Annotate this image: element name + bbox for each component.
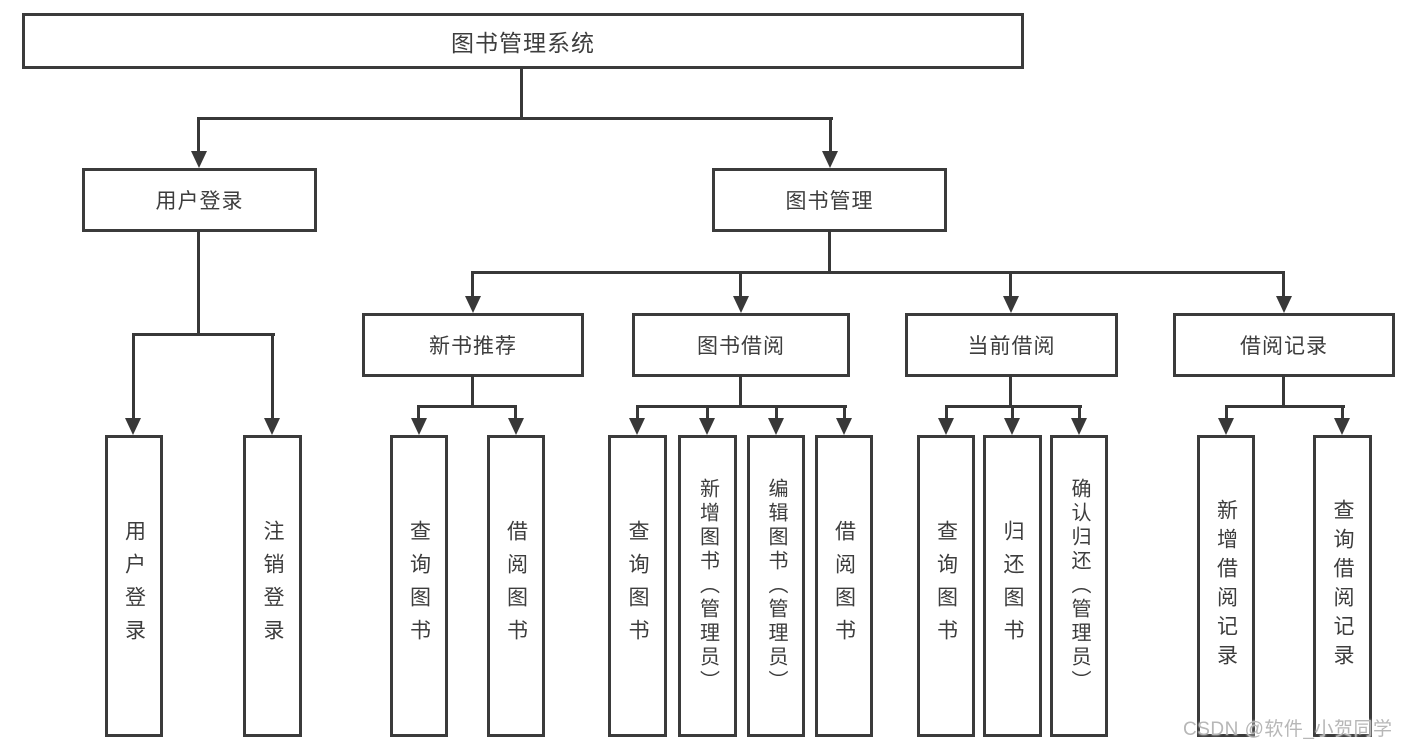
connector-line xyxy=(471,271,474,298)
node-borrow-records: 借阅记录 xyxy=(1173,313,1395,377)
node-leaf-cb-confirm-return-admin-label: 确认归还（管理员） xyxy=(1068,478,1090,694)
node-user-login-label: 用户登录 xyxy=(155,190,244,213)
connector-line xyxy=(739,271,742,298)
csdn-watermark: CSDN @软件_小贺同学 xyxy=(1183,719,1393,740)
connector-line xyxy=(417,405,420,420)
node-leaf-bb-add-books-admin-label: 新增图书（管理员） xyxy=(696,478,719,694)
node-root-label: 图书管理系统 xyxy=(451,30,595,56)
node-leaf-bb-edit-books-admin-label: 编辑图书（管理员） xyxy=(765,478,787,694)
node-new-book-recommend-label: 新书推荐 xyxy=(429,335,517,358)
connector-line xyxy=(636,405,639,420)
arrowhead-down-icon xyxy=(1276,296,1292,313)
node-leaf-bb-add-books-admin: 新增图书（管理员） xyxy=(678,435,737,737)
arrowhead-down-icon xyxy=(699,418,715,435)
node-leaf-br-query-record-label: 查询借阅记录 xyxy=(1331,499,1354,673)
node-leaf-cb-confirm-return-admin: 确认归还（管理员） xyxy=(1050,435,1108,737)
node-leaf-user-login-label: 用户登录 xyxy=(122,520,146,652)
arrowhead-down-icon xyxy=(822,151,838,168)
node-current-borrow-label: 当前借阅 xyxy=(967,335,1056,358)
connector-line xyxy=(706,405,709,420)
node-leaf-nbr-query-books: 查询图书 xyxy=(390,435,448,737)
connector-line xyxy=(1009,271,1012,298)
node-leaf-logout-label: 注销登录 xyxy=(261,520,284,652)
node-leaf-cb-return-books: 归还图书 xyxy=(983,435,1042,737)
connector-line xyxy=(471,271,1285,274)
node-leaf-logout: 注销登录 xyxy=(243,435,302,737)
connector-line xyxy=(417,405,516,408)
node-leaf-bb-borrow-books-label: 借阅图书 xyxy=(832,520,856,652)
arrowhead-down-icon xyxy=(938,418,954,435)
arrowhead-down-icon xyxy=(191,151,207,168)
connector-line xyxy=(471,375,474,408)
connector-line xyxy=(132,333,135,421)
node-leaf-bb-query-books-label: 查询图书 xyxy=(626,520,649,652)
node-leaf-cb-return-books-label: 归还图书 xyxy=(1001,520,1024,652)
connector-line xyxy=(829,117,832,153)
arrowhead-down-icon xyxy=(768,418,784,435)
arrowhead-down-icon xyxy=(1334,418,1350,435)
connector-line xyxy=(1078,405,1081,420)
connector-line xyxy=(843,405,846,420)
node-leaf-nbr-borrow-books: 借阅图书 xyxy=(487,435,545,737)
arrowhead-down-icon xyxy=(1071,418,1087,435)
connector-line xyxy=(1225,405,1345,408)
arrowhead-down-icon xyxy=(1004,418,1020,435)
node-book-management-label: 图书管理 xyxy=(785,190,874,213)
connector-line xyxy=(945,405,948,420)
node-user-login: 用户登录 xyxy=(82,168,317,232)
arrowhead-down-icon xyxy=(508,418,524,435)
connector-line xyxy=(1009,375,1012,408)
connector-line xyxy=(132,333,275,336)
connector-line xyxy=(197,117,200,153)
connector-line xyxy=(1011,405,1014,420)
arrowhead-down-icon xyxy=(264,418,280,435)
node-leaf-bb-query-books: 查询图书 xyxy=(608,435,667,737)
node-leaf-br-query-record: 查询借阅记录 xyxy=(1313,435,1372,737)
connector-line xyxy=(514,405,517,420)
node-leaf-nbr-query-books-label: 查询图书 xyxy=(407,520,431,652)
node-new-book-recommend: 新书推荐 xyxy=(362,313,584,377)
node-book-management: 图书管理 xyxy=(712,168,947,232)
connector-line xyxy=(1282,271,1285,298)
connector-line xyxy=(271,333,274,421)
arrowhead-down-icon xyxy=(125,418,141,435)
node-current-borrow: 当前借阅 xyxy=(905,313,1118,377)
connector-line xyxy=(739,375,742,408)
connector-line xyxy=(828,230,831,274)
node-leaf-user-login: 用户登录 xyxy=(105,435,163,737)
node-leaf-br-add-record-label: 新增借阅记录 xyxy=(1214,499,1238,673)
arrowhead-down-icon xyxy=(411,418,427,435)
connector-line xyxy=(197,230,200,336)
node-book-borrow-label: 图书借阅 xyxy=(697,335,785,358)
node-borrow-records-label: 借阅记录 xyxy=(1240,335,1328,358)
connector-line xyxy=(636,405,847,408)
node-root: 图书管理系统 xyxy=(22,13,1024,69)
arrowhead-down-icon xyxy=(629,418,645,435)
connector-line xyxy=(520,68,523,119)
connector-line xyxy=(197,117,833,120)
connector-line xyxy=(1225,405,1228,420)
node-leaf-bb-edit-books-admin: 编辑图书（管理员） xyxy=(747,435,805,737)
node-leaf-cb-query-books-label: 查询图书 xyxy=(934,520,958,652)
arrowhead-down-icon xyxy=(733,296,749,313)
node-leaf-br-add-record: 新增借阅记录 xyxy=(1197,435,1255,737)
node-book-borrow: 图书借阅 xyxy=(632,313,850,377)
node-leaf-bb-borrow-books: 借阅图书 xyxy=(815,435,873,737)
node-leaf-nbr-borrow-books-label: 借阅图书 xyxy=(504,520,528,652)
node-leaf-cb-query-books: 查询图书 xyxy=(917,435,975,737)
arrowhead-down-icon xyxy=(1218,418,1234,435)
arrowhead-down-icon xyxy=(836,418,852,435)
arrowhead-down-icon xyxy=(465,296,481,313)
connector-line xyxy=(1282,375,1285,408)
connector-line xyxy=(1341,405,1344,420)
arrowhead-down-icon xyxy=(1003,296,1019,313)
connector-line xyxy=(775,405,778,420)
